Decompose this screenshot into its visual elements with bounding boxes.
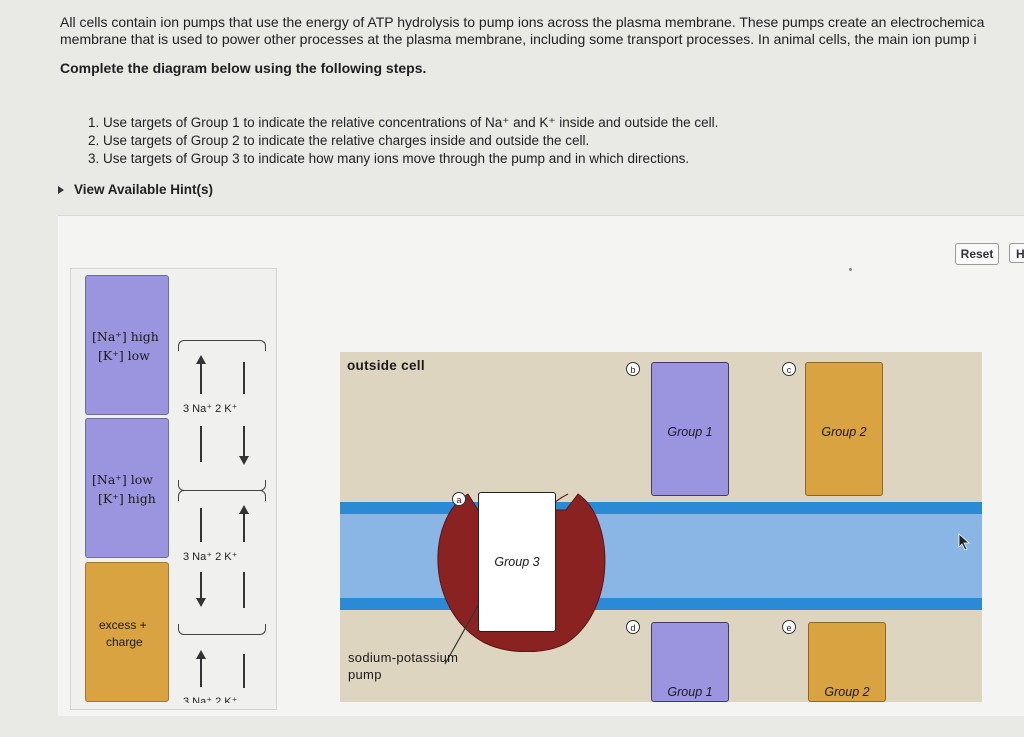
arrow-down-icon	[239, 456, 249, 465]
label-text-line2: [K⁺] low	[98, 348, 150, 363]
view-hints-label: View Available Hint(s)	[74, 182, 214, 197]
view-hints-link[interactable]: View Available Hint(s)	[58, 182, 213, 197]
pump-label-line2: pump	[348, 667, 382, 682]
target-marker-a: a	[452, 492, 466, 506]
label-na-low-k-high[interactable]: [Na⁺] low [K⁺] high	[85, 418, 169, 558]
drop-target-e-group-2[interactable]: Group 2	[808, 622, 886, 702]
label-text-line1: [Na⁺] low	[92, 472, 153, 487]
target-marker-d: d	[626, 620, 640, 634]
stray-dot	[849, 268, 852, 271]
target-e-label: Group 2	[824, 685, 870, 699]
expand-triangle-icon	[58, 186, 64, 195]
option-bracket-bottom	[178, 624, 266, 635]
step-2: 2. Use targets of Group 2 to indicate th…	[88, 133, 590, 148]
target-marker-e: e	[782, 620, 796, 634]
option-bracket-top	[178, 490, 266, 501]
option-ion-label: 3 Na⁺ 2 K⁺	[183, 696, 238, 703]
arrow-shaft	[200, 572, 202, 600]
drop-target-c-group-2[interactable]: Group 2	[805, 362, 883, 496]
intro-line-2: membrane that is used to power other pro…	[60, 31, 977, 47]
target-d-label: Group 1	[667, 685, 713, 699]
arrow-down-icon	[196, 598, 206, 607]
pump-label-line1: sodium-potassium	[348, 650, 459, 665]
cell-diagram: outside cell sodium-potassium pump Group…	[340, 352, 982, 702]
arrow-up-icon	[239, 505, 249, 514]
outside-cell-label: outside cell	[347, 358, 425, 373]
instruction-heading: Complete the diagram below using the fol…	[60, 60, 427, 76]
steps-list: 1. Use targets of Group 1 to indicate th…	[88, 114, 718, 168]
label-text-line1: excess +	[99, 618, 147, 632]
arrow-shaft	[243, 362, 245, 394]
arrow-shaft	[200, 364, 202, 394]
drop-target-a-group-3[interactable]: Group 3	[478, 492, 556, 632]
target-b-label: Group 1	[667, 425, 713, 439]
arrow-shaft	[243, 572, 245, 608]
reset-button[interactable]: Reset	[955, 243, 999, 265]
target-marker-b: b	[626, 362, 640, 376]
pump-pointer-line	[444, 602, 481, 665]
arrow-shaft	[243, 514, 245, 542]
intro-line-1: All cells contain ion pumps that use the…	[60, 14, 985, 30]
drop-target-b-group-1[interactable]: Group 1	[651, 362, 729, 496]
arrow-up-icon	[196, 355, 206, 364]
arrow-shaft	[243, 654, 245, 688]
option-bracket-top	[178, 340, 266, 351]
help-button[interactable]: H	[1009, 243, 1024, 263]
label-excess-positive-charge[interactable]: excess + charge	[85, 562, 169, 702]
arrow-shaft	[200, 659, 202, 687]
mouse-cursor-icon	[958, 533, 971, 551]
step-3: 3. Use targets of Group 3 to indicate ho…	[88, 151, 690, 166]
label-na-high-k-low[interactable]: [Na⁺] high [K⁺] low	[85, 275, 169, 415]
label-text-line2: [K⁺] high	[98, 491, 156, 506]
target-a-label: Group 3	[494, 555, 540, 569]
arrow-shaft	[243, 426, 245, 458]
arrow-shaft	[200, 426, 202, 462]
arrow-shaft	[200, 508, 202, 542]
intro-text: All cells contain ion pumps that use the…	[60, 14, 1024, 77]
option-ion-label: 3 Na⁺ 2 K⁺	[183, 551, 238, 563]
label-text-line1: [Na⁺] high	[92, 329, 159, 344]
option-ion-label: 3 Na⁺ 2 K⁺	[183, 403, 238, 415]
target-c-label: Group 2	[821, 425, 867, 439]
target-marker-c: c	[782, 362, 796, 376]
label-text-line2: charge	[106, 635, 143, 649]
arrow-up-icon	[196, 650, 206, 659]
drop-target-d-group-1[interactable]: Group 1	[651, 622, 729, 702]
step-1: 1. Use targets of Group 1 to indicate th…	[88, 115, 719, 130]
